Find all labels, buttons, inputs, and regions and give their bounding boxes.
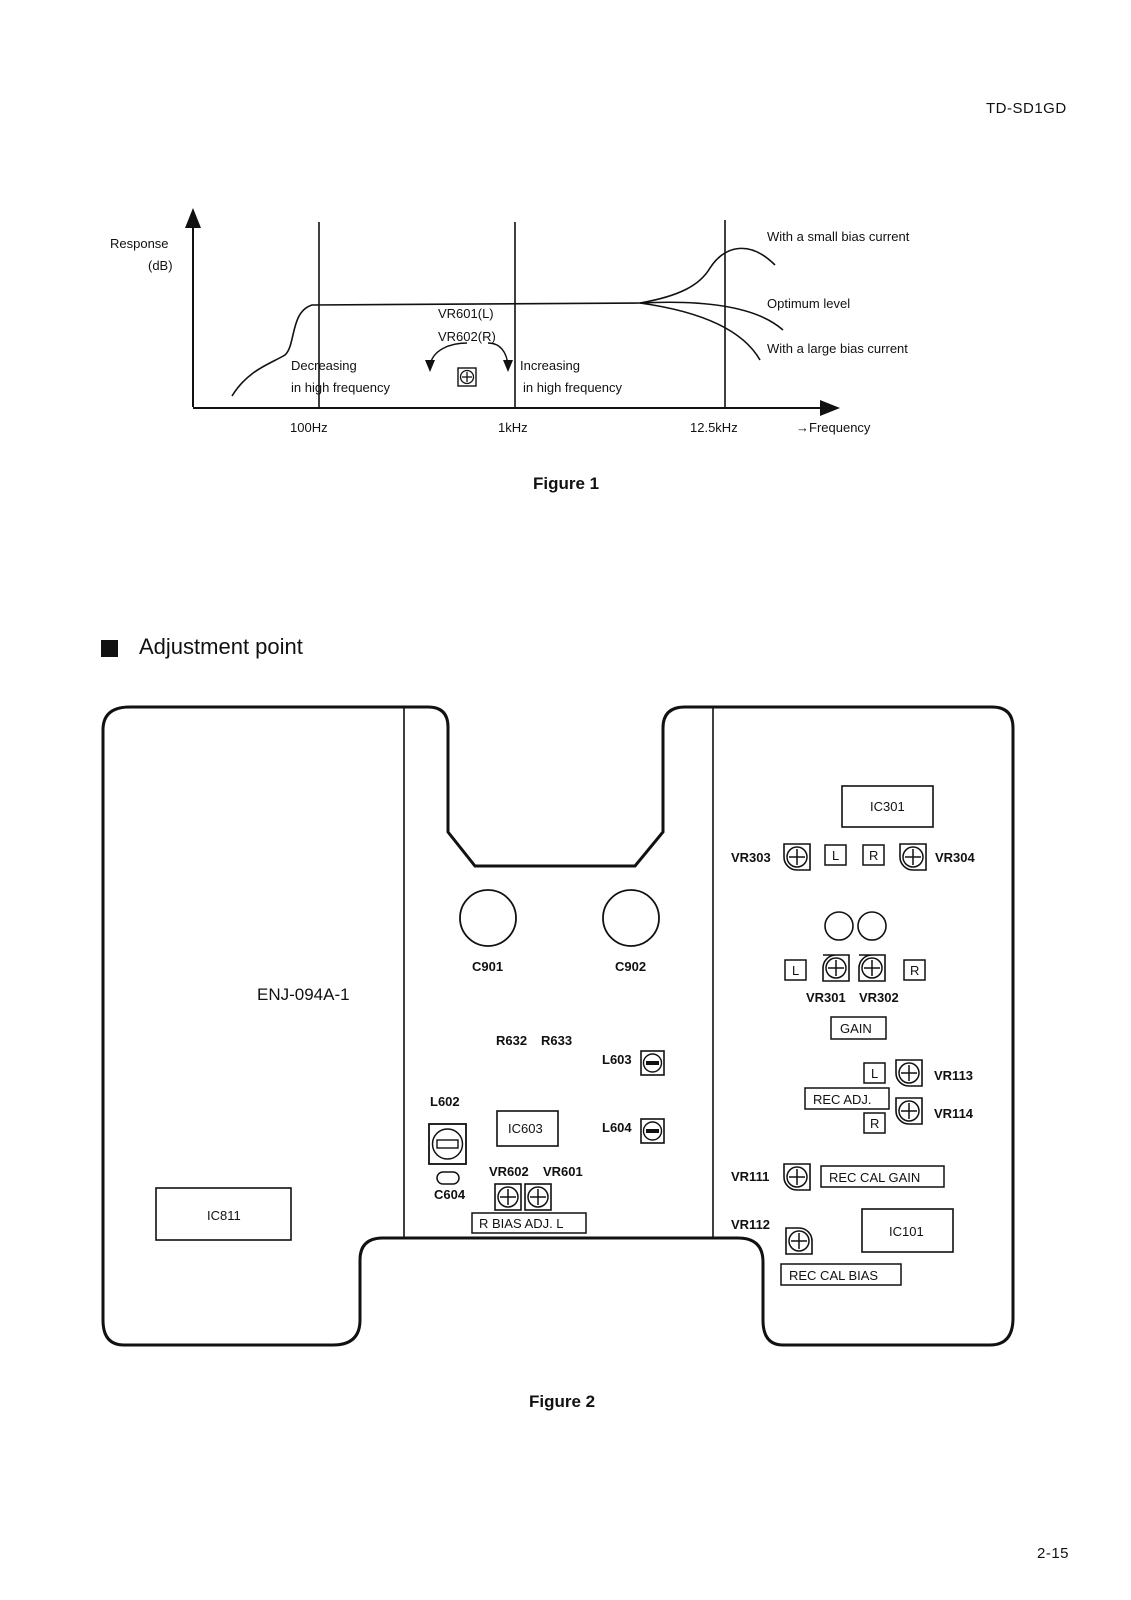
- r-label-mid: R: [910, 963, 919, 978]
- tick-12-5khz: 12.5kHz: [690, 420, 738, 435]
- vr111-label: VR111: [731, 1169, 769, 1184]
- x-label: →Frequency: [796, 420, 871, 435]
- ic603-label: IC603: [508, 1121, 543, 1136]
- tick-1khz: 1kHz: [498, 420, 528, 435]
- vr301-trimmer-icon: [822, 954, 850, 982]
- bias-adj-label: R BIAS ADJ. L: [479, 1216, 564, 1231]
- vr302-trimmer-icon: [858, 954, 886, 982]
- l-label-top: L: [832, 848, 839, 863]
- curve-small-bias: [639, 247, 776, 304]
- vr111-trimmer-icon: [783, 1163, 811, 1191]
- l603-coil-icon: [640, 1050, 665, 1076]
- bias-adj-box: [471, 1212, 587, 1234]
- curve-optimum: [639, 301, 784, 331]
- figure2-board-diagram: ENJ-094A-1 IC811 C901 C902 R632 R633 L60…: [101, 705, 1015, 1347]
- vr601-trimmer-icon: [524, 1183, 552, 1211]
- l604-coil-icon: [640, 1118, 665, 1144]
- vr302-label: VR302: [859, 990, 899, 1005]
- ic101-box: [861, 1208, 954, 1253]
- gain-label: GAIN: [840, 1021, 872, 1036]
- vr114-label: VR114: [934, 1106, 974, 1121]
- l603-label: L603: [602, 1052, 632, 1067]
- control-label-1: VR601(L): [438, 306, 494, 321]
- c902-label: C902: [615, 959, 646, 974]
- gain-box: [830, 1016, 887, 1040]
- l-label-rec: L: [871, 1066, 878, 1081]
- vr601-label: VR601: [543, 1164, 583, 1179]
- ic101-label: IC101: [889, 1224, 924, 1239]
- vr301-label: VR301: [806, 990, 846, 1005]
- l-box-rec: [863, 1062, 886, 1084]
- r632-label: R632: [496, 1033, 527, 1048]
- model-number: TD-SD1GD: [986, 100, 1067, 117]
- figure1-response-graph: Response (dB) 100Hz 1kHz 12.5kHz →Freque…: [110, 208, 910, 435]
- ic811-box: [155, 1187, 292, 1241]
- section-title: Adjustment point: [139, 634, 303, 659]
- figure2-caption: Figure 2: [529, 1392, 596, 1411]
- label-small-bias: With a small bias current: [767, 229, 910, 244]
- increasing-1: Increasing: [520, 358, 580, 373]
- l602-coil-icon: [428, 1123, 467, 1165]
- label-optimum: Optimum level: [767, 296, 850, 311]
- ic301-label: IC301: [870, 799, 905, 814]
- vr303-label: VR303: [731, 850, 771, 865]
- vr112-label: VR112: [731, 1217, 770, 1232]
- ic301-box: [841, 785, 934, 828]
- c604-label: C604: [434, 1187, 466, 1202]
- decrease-arrow: [429, 342, 468, 367]
- c901-capacitor: [459, 889, 517, 947]
- r-label-top: R: [869, 848, 878, 863]
- tick-100hz: 100Hz: [290, 420, 328, 435]
- response-curve: [231, 302, 641, 397]
- rec-cal-gain-label: REC CAL GAIN: [829, 1170, 920, 1185]
- section-bullet-icon: [101, 640, 118, 657]
- ic811-label: IC811: [207, 1208, 241, 1223]
- page-number: 2-15: [1037, 1545, 1070, 1562]
- vr602-label: VR602: [489, 1164, 529, 1179]
- vr602-trimmer-icon: [494, 1183, 522, 1211]
- c604-capacitor: [436, 1171, 460, 1185]
- decreasing-1: Decreasing: [291, 358, 357, 373]
- round-part-left: [824, 911, 854, 941]
- vr112-trimmer-icon: [785, 1227, 813, 1255]
- r-box-mid: [903, 959, 926, 981]
- l-label-mid: L: [792, 963, 799, 978]
- c901-label: C901: [472, 959, 503, 974]
- vr113-label: VR113: [934, 1068, 973, 1083]
- vr304-label: VR304: [935, 850, 976, 865]
- r-box-rec: [863, 1112, 886, 1134]
- l-box-mid: [784, 959, 807, 981]
- y-label-2: (dB): [148, 258, 173, 273]
- vr113-trimmer-icon: [895, 1059, 923, 1087]
- rec-cal-bias-box: [780, 1263, 902, 1286]
- l604-label: L604: [602, 1120, 632, 1135]
- label-large-bias: With a large bias current: [767, 341, 908, 356]
- increasing-2: in high frequency: [523, 380, 623, 395]
- r-box-top: [862, 844, 885, 866]
- control-label-2: VR602(R): [438, 329, 496, 344]
- board-name: ENJ-094A-1: [257, 985, 350, 1004]
- vr303-trimmer-icon: [783, 843, 811, 871]
- board-outline: [101, 705, 1015, 1347]
- l-box-top: [824, 844, 847, 866]
- r633-label: R633: [541, 1033, 572, 1048]
- vr114-trimmer-icon: [895, 1097, 923, 1125]
- l602-label: L602: [430, 1094, 460, 1109]
- rec-cal-bias-label: REC CAL BIAS: [789, 1268, 878, 1283]
- y-label-1: Response: [110, 236, 169, 251]
- decreasing-2: in high frequency: [291, 380, 391, 395]
- rec-adj-box: [804, 1087, 890, 1110]
- rec-adj-label: REC ADJ.: [813, 1092, 872, 1107]
- vr304-trimmer-icon: [899, 843, 927, 871]
- ic603-box: [496, 1110, 559, 1147]
- round-part-right: [857, 911, 887, 941]
- rec-cal-gain-box: [820, 1165, 945, 1188]
- c902-capacitor: [602, 889, 660, 947]
- r-label-rec: R: [870, 1116, 879, 1131]
- trimmer-icon: [457, 367, 477, 387]
- figure1-caption: Figure 1: [533, 474, 600, 493]
- curve-large-bias: [639, 302, 761, 361]
